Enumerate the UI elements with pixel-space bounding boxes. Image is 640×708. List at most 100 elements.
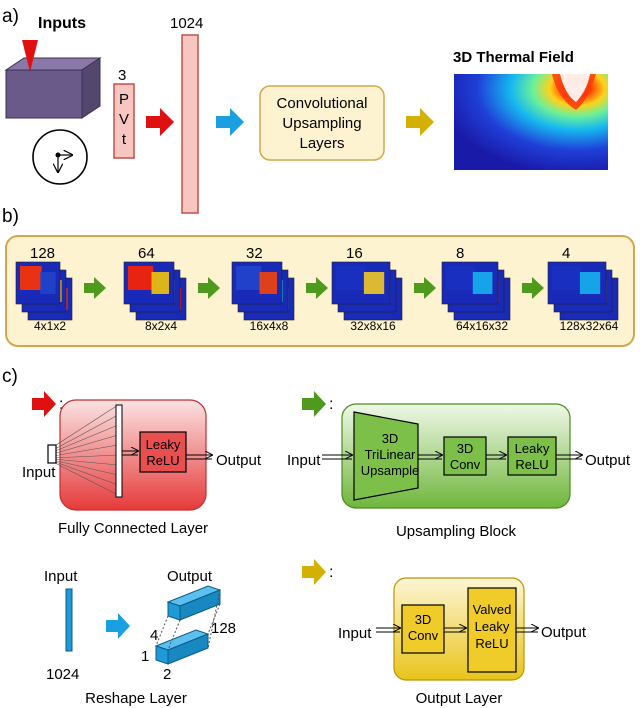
stage-arrow [414, 277, 436, 299]
feature-map-stage: 32 16x4x8 [231, 245, 295, 333]
reshape-output-label: Output [167, 568, 213, 585]
text-line: ReLU [475, 636, 508, 651]
conv-upsampling-box [259, 85, 385, 161]
feature-map-activation [336, 266, 366, 290]
input-vector-dim: 3 [118, 67, 126, 84]
feature-map-activation [552, 266, 582, 290]
feature-map-activation [579, 272, 601, 294]
reshape-caption: Reshape Layer [85, 690, 187, 707]
text-line: Leaky [515, 441, 550, 456]
stage-size-label: 128x32x64 [560, 319, 619, 333]
stage-size-label: 16x4x8 [250, 319, 289, 333]
yellow-arrow [406, 108, 434, 136]
reshape-dim-depth: 1 [141, 648, 149, 665]
stage-arrow [198, 277, 220, 299]
reshape-input-vector [65, 588, 73, 652]
feature-map-activation [236, 266, 262, 290]
fc-caption: Fully Connected Layer [58, 520, 208, 537]
upsample-conv-box [443, 436, 487, 476]
upsample-caption: Upsampling Block [396, 523, 517, 540]
output-layer-caption: Output Layer [416, 690, 503, 707]
reshape-dim-channels: 128 [211, 620, 236, 637]
reshape-input-dim: 1024 [46, 666, 79, 683]
workpiece-block [4, 57, 102, 119]
fc-legend-arrow [32, 391, 56, 417]
reshape-dim-width: 2 [163, 666, 171, 683]
stage-arrow [306, 277, 328, 299]
text-line: ReLU [146, 453, 179, 468]
upsample-legend-colon: : [329, 396, 333, 413]
output-conv-box [401, 604, 445, 654]
feature-map-activation [128, 266, 154, 290]
fc-legend-colon: : [59, 396, 63, 413]
laser-icon [22, 40, 38, 72]
panel-label-c: c) [2, 366, 18, 387]
text-line: 3D [457, 441, 474, 456]
text-line: Conv [408, 628, 439, 643]
feature-map-stages: 1284x1x2648x2x43216x4x81632x8x16864x16x3… [15, 245, 619, 333]
feature-map-stage: 16 32x8x16 [331, 245, 403, 333]
dense-dim: 1024 [170, 15, 203, 32]
blue-arrow [216, 108, 244, 136]
output-activation-box [467, 587, 517, 673]
feature-map-activation [151, 272, 169, 294]
trilinear-upsample-trapezoid [353, 411, 419, 501]
upsample-output-label: Output [585, 452, 631, 469]
red-arrow [146, 108, 174, 136]
stage-channel-count: 16 [346, 245, 363, 262]
text-line: Conv [450, 457, 481, 472]
input-vector [113, 83, 135, 159]
stage-size-label: 32x8x16 [350, 319, 396, 333]
stage-arrow [522, 277, 544, 299]
stage-size-label: 8x2x4 [145, 319, 177, 333]
text-line: Convolutional [277, 95, 368, 112]
dense-layer [181, 34, 199, 214]
text-line: TriLinear [365, 447, 416, 462]
text-line: Leaky [475, 619, 510, 634]
fc-activation-box [139, 431, 187, 473]
thermal-field-title: 3D Thermal Field [453, 49, 574, 66]
stage-size-label: 64x16x32 [456, 319, 508, 333]
stage-channel-count: 4 [562, 245, 570, 262]
panel-label-b: b) [2, 206, 19, 227]
fc-dense-node [115, 404, 123, 498]
feature-map-activation [446, 266, 475, 290]
text-line: P [119, 91, 129, 108]
stage-arrow [84, 277, 106, 299]
feature-map-activation [40, 272, 56, 294]
feature-map-stage: 4 128x32x64 [547, 245, 619, 333]
output-legend-colon: : [329, 564, 333, 581]
output-layer-input-label: Input [338, 625, 372, 642]
text-line: ReLU [515, 457, 548, 472]
text-line: Upsampling [282, 115, 361, 132]
output-layer-output-label: Output [541, 624, 587, 641]
stage-channel-count: 32 [246, 245, 263, 262]
panel-label-a: a) [2, 6, 19, 27]
stage-size-label: 4x1x2 [34, 319, 66, 333]
stage-channel-count: 64 [138, 245, 155, 262]
thermal-field-image [454, 74, 608, 170]
coordinate-axes-icon [32, 129, 88, 185]
text-line: Valved [473, 602, 512, 617]
fc-output-label: Output [216, 452, 262, 469]
feature-map-activation [363, 272, 385, 294]
reshape-output-blocks [154, 585, 222, 665]
feature-map-activation [472, 272, 493, 294]
feature-map-activation [259, 272, 277, 294]
text-line: 3D [382, 431, 399, 446]
fc-input-label: Input [22, 464, 56, 481]
text-line: V [119, 111, 129, 128]
text-line: Upsample [361, 463, 420, 478]
text-line: Leaky [146, 437, 181, 452]
reshape-dim-height: 4 [150, 627, 158, 644]
reshape-input-label: Input [44, 568, 78, 585]
fc-input-node [47, 444, 57, 464]
upsample-legend-arrow [302, 391, 326, 417]
